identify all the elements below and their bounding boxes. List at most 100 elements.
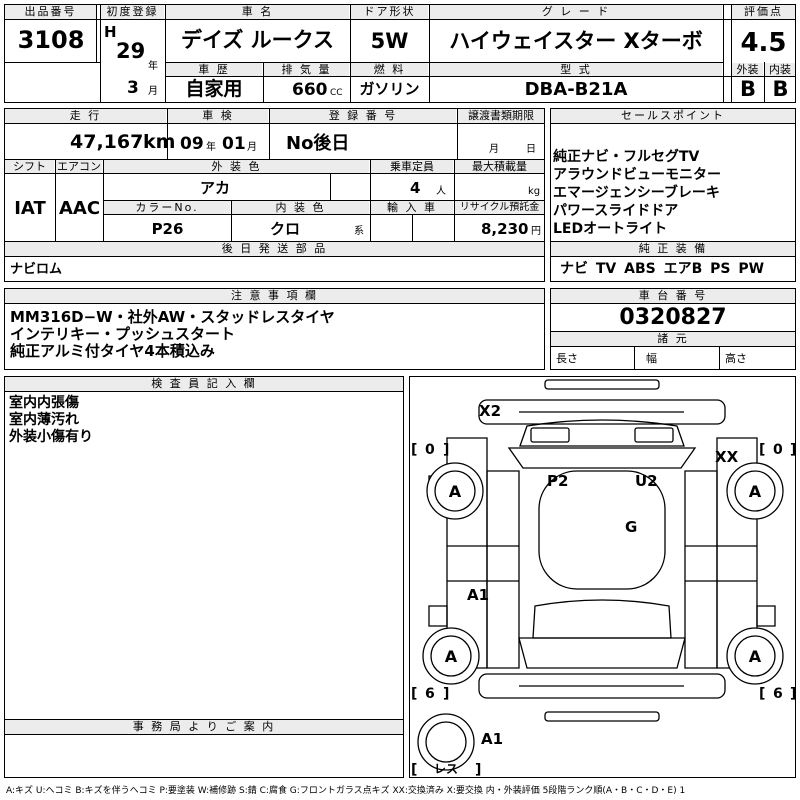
seats: 4 (410, 179, 421, 197)
exterior-label: 外装 (732, 63, 763, 76)
inspection-year-unit: 年 (206, 142, 216, 153)
ac: AAC (58, 198, 101, 219)
year-unit: 年 (148, 61, 158, 72)
fuel: ガソリン (359, 80, 420, 98)
svg-text:]: ] (443, 686, 449, 702)
tire-front-right: A (749, 482, 762, 501)
notes-box (4, 288, 545, 370)
lot-no-label: 出品番号 (5, 5, 96, 19)
seats-label: 乗車定員 (371, 160, 453, 173)
chassis-number: 0320827 (619, 305, 727, 330)
interior-color-label: 内 装 色 (232, 201, 369, 214)
fuel-label: 燃 料 (351, 63, 428, 76)
office-label: 事 務 局 よ り ご 案 内 (5, 720, 403, 734)
door-label: ドア形状 (351, 5, 428, 19)
mileage-label: 走 行 (5, 109, 166, 123)
color-no: P26 (151, 220, 184, 238)
later-parts-label: 後 日 発 送 部 品 (5, 242, 544, 256)
registration-label: 登 録 番 号 (270, 109, 456, 123)
sales-point-item: エマージェンシーブレーキ (553, 185, 720, 201)
length-label: 長さ (556, 352, 578, 365)
recycle-unit: 円 (531, 226, 541, 237)
svg-text:[: [ (759, 686, 765, 702)
car-name-label: 車 名 (166, 5, 349, 19)
svg-text:]: ] (790, 686, 796, 702)
recycle-label: リサイクル預託金 (455, 201, 544, 214)
inspector-line: 室内内張傷 (9, 395, 79, 411)
legend: A:キズ U:ヘコミ B:キズを伴うヘコミ P:要塗装 W:補修跡 S:錆 C:… (6, 786, 686, 796)
details-table (4, 108, 545, 282)
svg-text:[: [ (411, 686, 417, 702)
equipment: ナビ TV ABS エアB PS PW (560, 261, 765, 277)
door-type: 5W (370, 29, 409, 53)
tire-rear-left: A (445, 647, 458, 666)
svg-text:]: ] (790, 442, 796, 458)
sales-point-item: パワースライドドア (553, 203, 679, 219)
notes-label: 注 意 事 項 欄 (5, 289, 544, 303)
inspection-month: 01 (222, 134, 246, 154)
mark-a1-side: A1 (467, 586, 489, 604)
inspector-line: 室内薄汚れ (9, 412, 79, 428)
shift: IAT (14, 198, 46, 219)
mark-a1-rear: A1 (481, 730, 503, 748)
color-label: 外 装 色 (104, 160, 369, 173)
score: 4.5 (740, 28, 787, 58)
inspector-label: 検 査 員 記 入 欄 (5, 377, 403, 391)
grade: ハイウェイスター Xターボ (449, 29, 703, 53)
displacement: 660 (292, 80, 328, 100)
mark-u2: U2 (635, 472, 658, 490)
transfer-day-unit: 日 (526, 144, 536, 155)
interior-color-unit: 系 (354, 226, 364, 237)
equipment-label: 純 正 装 備 (551, 242, 795, 256)
tire-rear-right: A (749, 647, 762, 666)
model: DBA-B21A (524, 79, 628, 100)
mark-x2: X2 (479, 402, 501, 420)
sales-points-list: 純正ナビ・フルセグTV アラウンドビューモニター エマージェンシーブレーキ パワ… (553, 148, 721, 238)
inspector-line: 外装小傷有り (9, 429, 93, 445)
displacement-label: 排 気 量 (264, 63, 349, 76)
interior-label: 内装 (765, 63, 795, 76)
recycle: 8,230 (481, 220, 529, 238)
registration: No後日 (286, 133, 350, 154)
tread-rear-left: 6 (425, 686, 435, 702)
inspector-lines: 室内内張傷 室内薄汚れ 外装小傷有り (9, 395, 93, 446)
ac-label: エアコン (56, 160, 102, 173)
svg-text:]: ] (443, 442, 449, 458)
sales-points-label: セールスポイント (551, 109, 795, 123)
seats-unit: 人 (436, 186, 446, 197)
sales-point-item: アラウンドビューモニター (553, 167, 721, 183)
load-unit: kg (528, 186, 541, 197)
score-label: 評価点 (732, 5, 795, 19)
car-name: デイズ ルークス (180, 28, 335, 52)
tread-front-right: 0 (773, 442, 783, 458)
notes-lines: MM316D−W・社外AW・スタッドレスタイヤ インテリキー・プッシュスタート … (10, 309, 335, 360)
inspector-box (4, 376, 404, 778)
grade-label: グ レ ー ド (430, 5, 722, 19)
exterior-grade: B (739, 77, 756, 101)
sales-points-box (550, 108, 796, 282)
history-label: 車 歴 (166, 63, 262, 76)
mark-g: G (625, 518, 637, 536)
model-label: 型 式 (430, 63, 722, 76)
inspection-label: 車 検 (168, 109, 268, 123)
inspection-month-unit: 月 (247, 142, 257, 153)
sales-point-item: LEDオートライト (553, 221, 668, 237)
shift-label: シフト (5, 160, 54, 173)
inspection-year: 09 (180, 134, 204, 154)
transfer-month-unit: 月 (489, 144, 499, 155)
lot-no: 3108 (17, 26, 85, 54)
era: H (104, 23, 117, 41)
tire-front-left: A (449, 482, 462, 501)
note-line: 純正アルミ付タイヤ4本積込み (10, 342, 215, 360)
sales-point-item: 純正ナビ・フルセグTV (553, 149, 700, 165)
year: 29 (116, 39, 146, 63)
note-line: インテリキー・プッシュスタート (10, 325, 236, 343)
spare-tire: レス (434, 762, 458, 776)
interior-color: クロ (270, 220, 301, 238)
damage-diagram-box (409, 376, 796, 778)
tread-front-left: 0 (425, 442, 435, 458)
note-line: MM316D−W・社外AW・スタッドレスタイヤ (10, 308, 335, 326)
chassis-box (550, 288, 796, 370)
svg-text:]: ] (475, 762, 481, 778)
transfer-label: 譲渡書類期限 (458, 109, 544, 123)
